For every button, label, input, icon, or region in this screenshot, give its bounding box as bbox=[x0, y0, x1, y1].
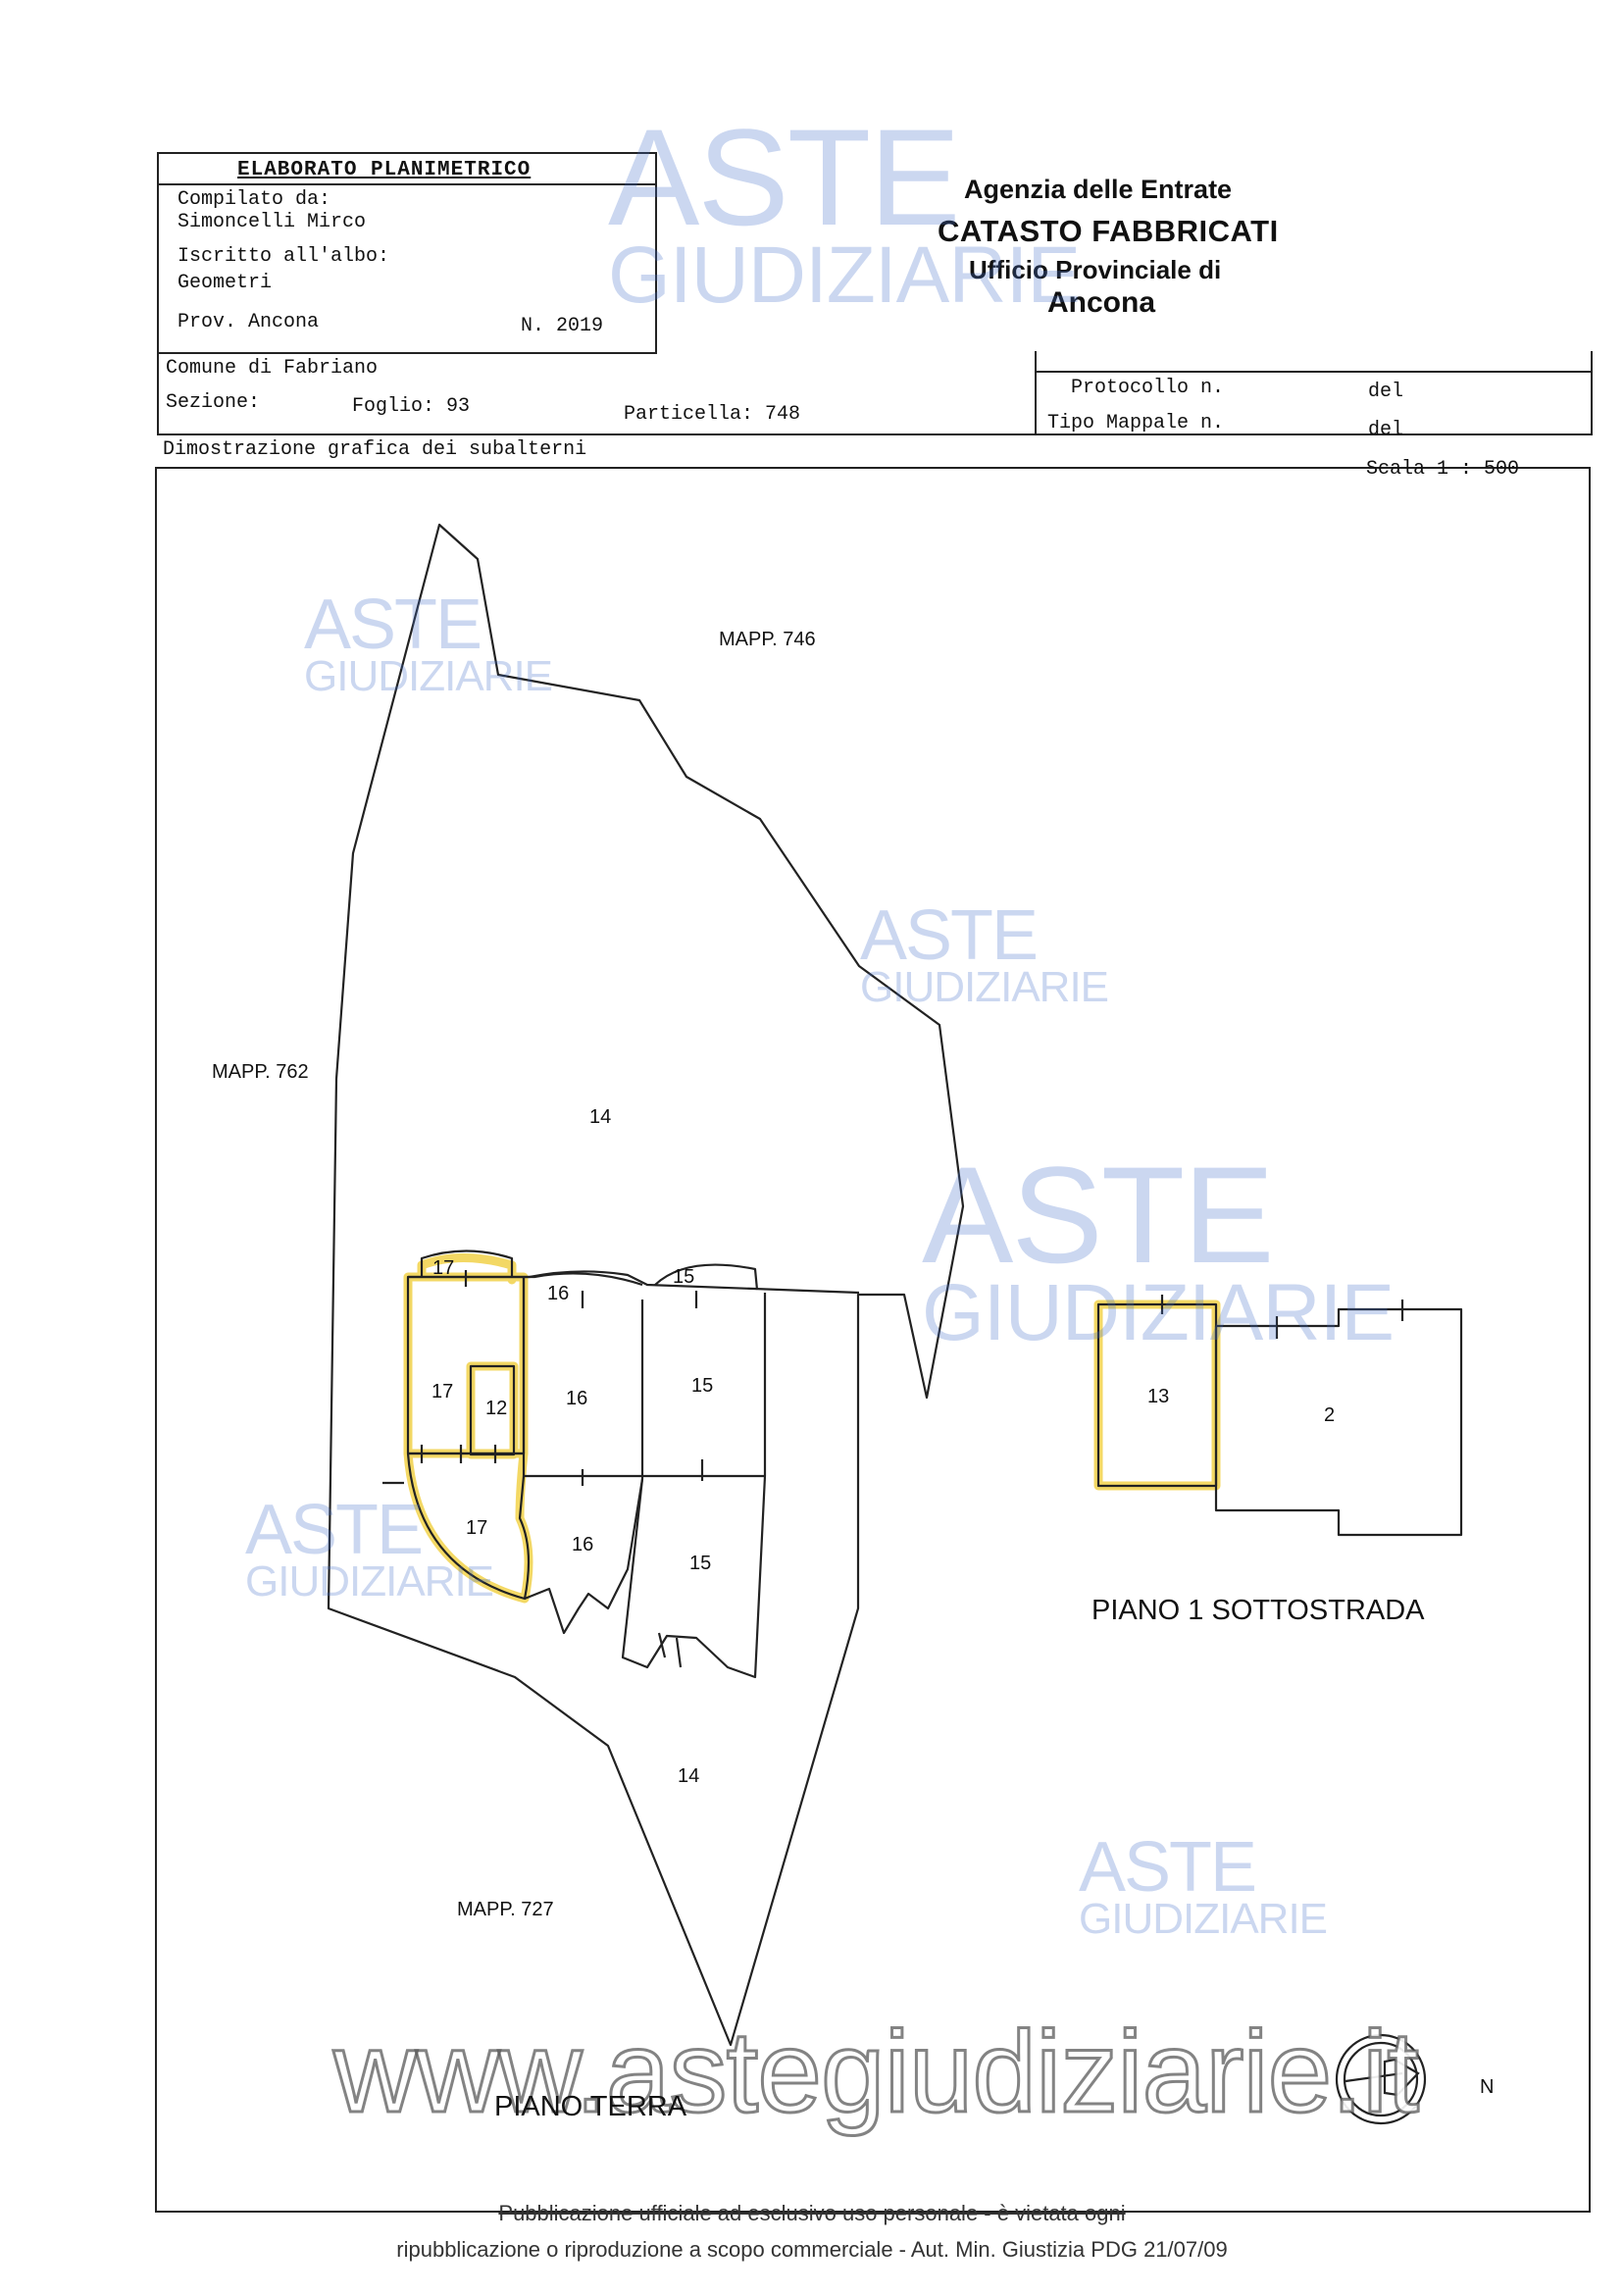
sezione: Sezione: bbox=[166, 391, 261, 414]
parcel-boundary bbox=[327, 523, 965, 2047]
small-15-cap bbox=[654, 1263, 759, 1291]
foglio: Foglio: 93 bbox=[352, 395, 471, 418]
north-arrow-inner-ring bbox=[1343, 2041, 1419, 2117]
ground-units-col2-top bbox=[524, 1272, 643, 1287]
mapp-727-label: MAPP. 727 bbox=[457, 1899, 554, 1920]
frame-bottom-line bbox=[155, 2211, 1591, 2213]
unit-17-bot-outline bbox=[406, 1453, 531, 1601]
unit-2-label: 2 bbox=[1324, 1404, 1336, 1426]
frame-left-line bbox=[155, 467, 157, 2213]
unit-16-bot-outline bbox=[524, 1478, 644, 1635]
particella: Particella: 748 bbox=[624, 403, 801, 426]
mapp-746-label: MAPP. 746 bbox=[719, 629, 816, 650]
header-box bbox=[157, 152, 657, 354]
mapp-762-label: MAPP. 762 bbox=[212, 1061, 309, 1083]
ground-floor-label: PIANO TERRA bbox=[494, 2091, 687, 2122]
header-title-underline bbox=[157, 183, 655, 185]
tipo-mappale-del: del bbox=[1368, 419, 1404, 441]
compiled-by-label: Compilato da: bbox=[178, 188, 331, 211]
scale: Scala 1 : 500 bbox=[1366, 458, 1520, 481]
registered-value: Geometri bbox=[178, 272, 273, 294]
north-arrow bbox=[1335, 2033, 1427, 2125]
info-divider bbox=[1035, 351, 1037, 435]
unit-15-small-label: 15 bbox=[673, 1266, 695, 1288]
unit-16-mid-label: 16 bbox=[566, 1388, 588, 1409]
unit-17-bot-label: 17 bbox=[466, 1517, 488, 1539]
tipo-mappale: Tipo Mappale n. bbox=[1047, 412, 1225, 434]
province: Prov. Ancona bbox=[178, 311, 320, 333]
ground-units-midline bbox=[408, 1452, 765, 1478]
highlight-layer bbox=[403, 1253, 1221, 1604]
protocollo: Protocollo n. bbox=[1071, 377, 1225, 399]
unit-15-bot-label: 15 bbox=[689, 1553, 712, 1574]
document-number: N. 2019 bbox=[521, 315, 604, 337]
dimostrazione-line bbox=[157, 467, 1591, 469]
agency-name: Agenzia delle Entrate bbox=[964, 175, 1233, 204]
unit-15-bot-outline bbox=[621, 1475, 767, 1679]
door-tick-11 bbox=[675, 1637, 683, 1668]
unit-17-top-cap bbox=[420, 1249, 514, 1277]
unit-12-label: 12 bbox=[485, 1398, 508, 1419]
info-protocol-inner-line bbox=[1035, 371, 1591, 373]
site-watermark: www.astegiudiziarie.it bbox=[331, 2007, 1420, 2139]
plan-lines bbox=[327, 523, 1463, 2047]
unit-16-small-label: 16 bbox=[547, 1283, 570, 1304]
unit-17-mid-label: 17 bbox=[431, 1381, 454, 1402]
unit-2-outline bbox=[1214, 1307, 1463, 1537]
north-label: N bbox=[1480, 2076, 1495, 2098]
comune: Comune di Fabriano bbox=[166, 357, 379, 380]
unit-14-top-label: 14 bbox=[589, 1106, 612, 1128]
protocollo-del: del bbox=[1368, 381, 1404, 403]
registered-label: Iscritto all'albo: bbox=[178, 245, 390, 268]
compiled-by-name: Simoncelli Mirco bbox=[178, 211, 367, 233]
frame-right-line bbox=[1589, 467, 1591, 2213]
unit-13-label: 13 bbox=[1147, 1386, 1170, 1407]
unit-14-bot-label: 14 bbox=[678, 1765, 700, 1787]
north-arrow-outer-ring bbox=[1335, 2033, 1427, 2125]
north-arrow-head bbox=[1383, 2058, 1420, 2097]
highlight-unit-17-top bbox=[417, 1253, 517, 1285]
north-arrow-shaft bbox=[1345, 2071, 1403, 2083]
document-title: ELABORATO PLANIMETRICO bbox=[237, 159, 532, 181]
agency-office: Ufficio Provinciale di bbox=[969, 255, 1222, 284]
unit-15-mid-label: 15 bbox=[691, 1375, 714, 1397]
agency-city: Ancona bbox=[1047, 286, 1156, 319]
footer-line-1: Pubblicazione ufficiale ad esclusivo uso… bbox=[498, 2201, 1126, 2225]
info-box bbox=[157, 351, 1593, 435]
agency-department: CATASTO FABBRICATI bbox=[938, 214, 1279, 248]
unit-16-bot-label: 16 bbox=[572, 1534, 594, 1555]
basement-floor-label: PIANO 1 SOTTOSTRADA bbox=[1091, 1595, 1425, 1626]
dimostrazione: Dimostrazione grafica dei subalterni bbox=[163, 438, 587, 461]
unit-17-top-label: 17 bbox=[432, 1257, 455, 1279]
door-tick-10 bbox=[657, 1632, 667, 1658]
footer-line-2: ripubblicazione o riproduzione a scopo c… bbox=[396, 2237, 1228, 2262]
